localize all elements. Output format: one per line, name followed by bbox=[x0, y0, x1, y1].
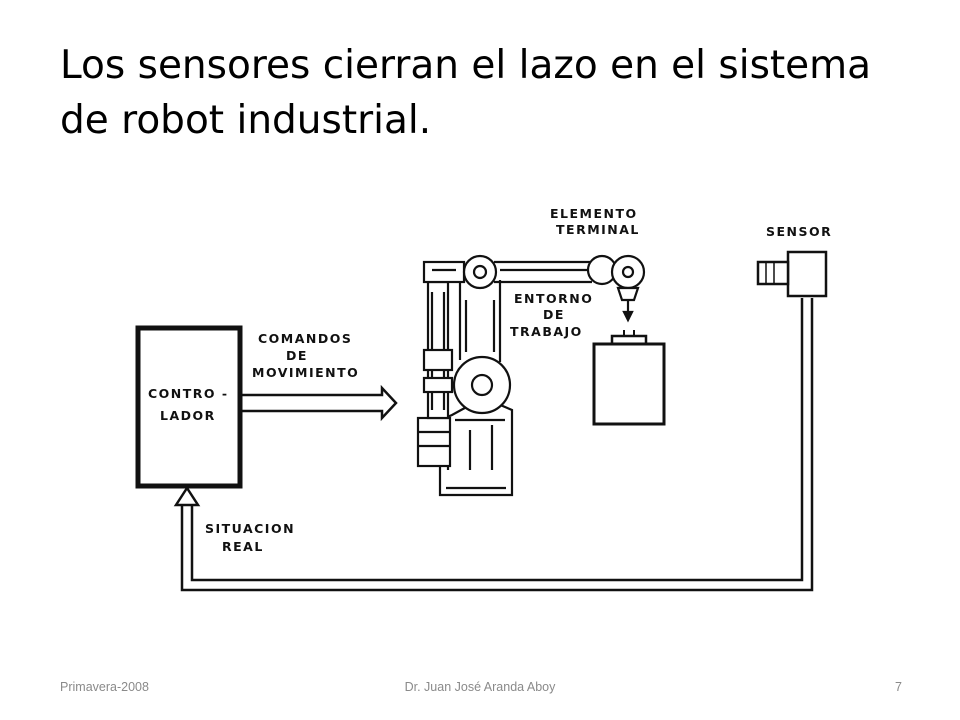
controller-block: CONTRO - LADOR bbox=[135, 325, 243, 489]
feedback-label-2: REAL bbox=[222, 539, 264, 554]
workpiece bbox=[592, 330, 666, 426]
workspace-label-2: DE bbox=[543, 307, 565, 322]
title-line-1: Los sensores cierran el lazo en el siste… bbox=[60, 43, 872, 88]
footer-author: Dr. Juan José Aranda Aboy bbox=[404, 680, 556, 694]
feedback-loop-line bbox=[173, 298, 814, 592]
sensor-device bbox=[756, 250, 828, 298]
workspace-label-1: ENTORNO bbox=[514, 291, 593, 306]
title-line-2: de robot industrial. bbox=[60, 98, 432, 143]
sensor-label: SENSOR bbox=[766, 224, 832, 239]
motion-command-arrow bbox=[242, 384, 398, 422]
workspace-label-3: TRABAJO bbox=[510, 324, 583, 339]
controller-label-1: CONTRO - bbox=[148, 386, 229, 401]
commands-label-2: DE bbox=[286, 348, 308, 363]
page-number: 7 bbox=[895, 680, 902, 694]
footer-term: Primavera-2008 bbox=[60, 680, 149, 694]
robot-arm bbox=[416, 254, 646, 497]
commands-label-3: MOVIMIENTO bbox=[252, 365, 359, 380]
commands-label-1: COMANDOS bbox=[258, 331, 352, 346]
end-effector-label-2: TERMINAL bbox=[556, 222, 640, 237]
end-effector-label-1: ELEMENTO bbox=[550, 206, 638, 221]
feedback-label-1: SITUACION bbox=[205, 521, 295, 536]
controller-label-2: LADOR bbox=[160, 408, 216, 423]
slide-title: Los sensores cierran el lazo en el siste… bbox=[60, 38, 920, 148]
